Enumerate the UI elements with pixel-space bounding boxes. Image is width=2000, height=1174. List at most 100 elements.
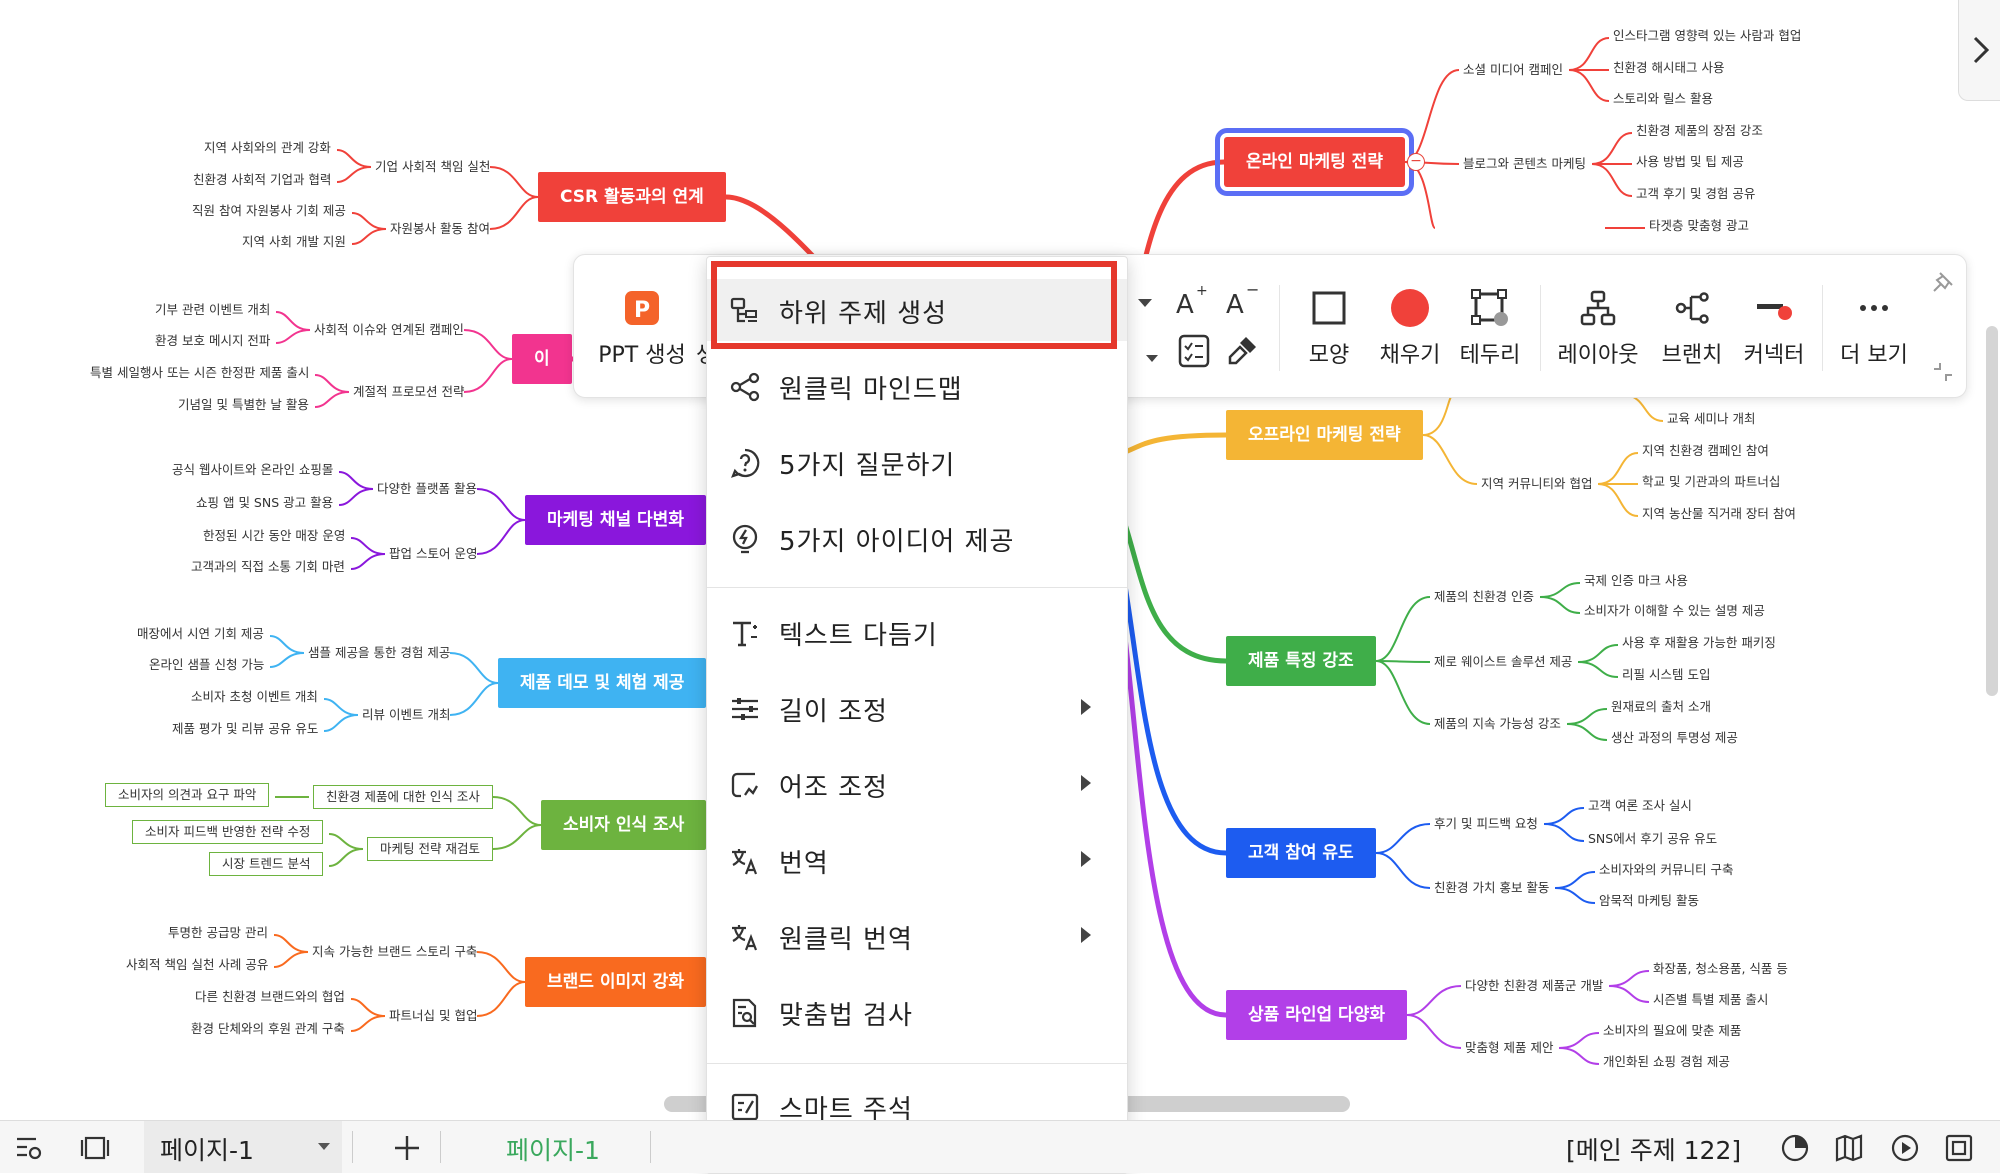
fill-button[interactable]: 채우기 — [1370, 289, 1450, 369]
add-page-icon[interactable] — [392, 1133, 422, 1163]
leaf-topic[interactable]: 한정된 시간 동안 매장 운영 — [203, 528, 346, 543]
leaf-topic[interactable]: 기념일 및 특별한 날 활용 — [178, 397, 309, 412]
border-button[interactable]: 테두리 — [1450, 289, 1530, 369]
main-topic-node[interactable]: 마케팅 채널 다변화 — [525, 495, 706, 545]
leaf-topic[interactable]: SNS에서 후기 공유 유도 — [1588, 831, 1718, 846]
text-style-dropdown[interactable] — [1140, 333, 1164, 379]
subtopic-label[interactable]: 친환경 제품에 대한 인식 조사 — [313, 785, 493, 809]
leaf-topic[interactable]: 사용 방법 및 팁 제공 — [1636, 154, 1744, 169]
leaf-topic[interactable]: 소비자 피드백 반영한 전략 수정 — [132, 820, 324, 844]
leaf-topic[interactable]: 소비자의 의견과 요구 파악 — [105, 783, 270, 807]
menu-item-one-click-translate[interactable]: 원클릭 번역 — [707, 905, 1127, 967]
leaf-topic[interactable]: 투명한 공급망 관리 — [168, 925, 268, 940]
subtopic-label[interactable]: 소셜 미디어 캠페인 — [1463, 62, 1563, 77]
leaf-topic[interactable]: 지역 사회 개발 지원 — [242, 234, 346, 249]
leaf-topic[interactable]: 지역 농산물 직거래 장터 참여 — [1642, 506, 1796, 521]
subtopic-label[interactable]: 친환경 가치 홍보 활동 — [1434, 880, 1550, 895]
ppt-generate-button[interactable]: P PPT 생성 — [592, 289, 692, 369]
collapse-branch-icon[interactable]: − — [1407, 153, 1425, 171]
subtopic-label[interactable]: 제품의 친환경 인증 — [1434, 589, 1534, 604]
main-topic-node[interactable]: 고객 참여 유도 — [1226, 828, 1376, 878]
main-topic-node[interactable]: 오프라인 마케팅 전략 — [1226, 410, 1423, 460]
leaf-topic[interactable]: 온라인 샘플 신청 가능 — [149, 657, 265, 672]
subtopic-label[interactable]: 팝업 스토어 운영 — [389, 546, 478, 561]
leaf-topic[interactable]: 생산 과정의 투명성 제공 — [1611, 730, 1738, 745]
subtopic-label[interactable]: 제품의 지속 가능성 강조 — [1434, 716, 1561, 731]
play-presentation-icon[interactable] — [1890, 1133, 1920, 1163]
leaf-topic[interactable]: 고객 여론 조사 실시 — [1588, 798, 1692, 813]
leaf-topic[interactable]: 친환경 제품의 장점 강조 — [1636, 123, 1763, 138]
theme-icon[interactable] — [1780, 1133, 1810, 1163]
leaf-topic[interactable]: 원재료의 출처 소개 — [1611, 699, 1711, 714]
pin-button[interactable] — [1930, 269, 1956, 301]
subtopic-label[interactable]: 맞춤형 제품 제안 — [1465, 1040, 1554, 1055]
subtopic-label[interactable]: 제로 웨이스트 솔루션 제공 — [1434, 654, 1573, 669]
main-topic-node[interactable]: 브랜드 이미지 강화 — [525, 957, 706, 1007]
active-page-tab[interactable]: 페이지-1 — [506, 1136, 600, 1165]
leaf-topic[interactable]: 소비자 초청 이벤트 개최 — [191, 689, 318, 704]
branch-button[interactable]: 브랜치 — [1654, 289, 1730, 369]
leaf-topic[interactable]: 고객과의 직접 소통 기회 마련 — [191, 559, 345, 574]
subtopic-label[interactable]: 기업 사회적 책임 실천 — [375, 159, 491, 174]
leaf-topic[interactable]: 친환경 사회적 기업과 협력 — [193, 172, 332, 187]
collapse-toolbar-button[interactable] — [1930, 359, 1956, 391]
subtopic-label[interactable]: 후기 및 피드백 요청 — [1434, 816, 1538, 831]
leaf-topic[interactable]: 쇼핑 앱 및 SNS 광고 활용 — [196, 495, 334, 510]
leaf-topic[interactable]: 화장품, 청소용품, 식품 등 — [1653, 961, 1788, 976]
subtopic-label[interactable]: 파트너십 및 협업 — [389, 1008, 478, 1023]
leaf-topic[interactable]: 암묵적 마케팅 활동 — [1599, 893, 1699, 908]
font-dropdown-arrow[interactable] — [1130, 281, 1160, 327]
subtopic-label[interactable]: 마케팅 전략 재검토 — [367, 837, 493, 861]
main-topic-node[interactable]: 소비자 인식 조사 — [541, 800, 707, 850]
leaf-topic[interactable]: 인스타그램 영향력 있는 사람과 협업 — [1613, 28, 1802, 43]
subtopic-label[interactable]: 샘플 제공을 통한 경험 제공 — [308, 645, 451, 660]
leaf-topic[interactable]: 지역 친환경 캠페인 참여 — [1642, 443, 1769, 458]
subtopic-label[interactable]: 블로그와 콘텐츠 마케팅 — [1463, 156, 1586, 171]
vertical-scrollbar[interactable] — [1986, 326, 1998, 696]
leaf-topic[interactable]: 제품 평가 및 리뷰 공유 유도 — [172, 721, 319, 736]
subtopic-label[interactable]: 지속 가능한 브랜드 스토리 구축 — [312, 944, 478, 959]
subtopic-label[interactable]: 자원봉사 활동 참여 — [390, 221, 490, 236]
leaf-topic[interactable]: 학교 및 기관과의 파트너십 — [1642, 474, 1781, 489]
leaf-topic[interactable]: 교육 세미나 개최 — [1667, 411, 1756, 426]
map-view-icon[interactable] — [1834, 1133, 1864, 1163]
page-panel-icon[interactable] — [80, 1133, 110, 1163]
leaf-topic[interactable]: 기부 관련 이벤트 개최 — [155, 302, 271, 317]
leaf-topic[interactable]: 직원 참여 자원봉사 기회 제공 — [192, 203, 346, 218]
menu-item-one-click-mindmap[interactable]: 원클릭 마인드맵 — [707, 355, 1127, 417]
leaf-topic[interactable]: 사회적 책임 실천 사례 공유 — [126, 957, 269, 972]
menu-item-polish-text[interactable]: 텍스트 다듬기 — [707, 601, 1127, 663]
leaf-topic[interactable]: 소비자가 이해할 수 있는 설명 제공 — [1584, 603, 1765, 618]
subtopic-label[interactable]: 다양한 친환경 제품군 개발 — [1465, 978, 1604, 993]
subtopic-label[interactable]: 사회적 이슈와 연계된 캠페인 — [314, 322, 464, 337]
leaf-topic[interactable]: 시장 트렌드 분석 — [209, 852, 324, 876]
layout-button[interactable]: 레이아웃 — [1546, 289, 1650, 369]
leaf-topic[interactable]: 소비자와의 커뮤니티 구축 — [1599, 862, 1734, 877]
leaf-topic[interactable]: 사용 후 재활용 가능한 패키징 — [1622, 635, 1776, 650]
menu-item-subtopic[interactable]: 하위 주제 생성 — [707, 279, 1127, 341]
leaf-topic[interactable]: 환경 단체와의 후원 관계 구축 — [191, 1021, 345, 1036]
menu-item-adjust-tone[interactable]: 어조 조정 — [707, 753, 1127, 815]
leaf-topic[interactable]: 시즌별 특별 제품 출시 — [1653, 992, 1769, 1007]
subtopic-label[interactable]: 계절적 프로모션 전략 — [353, 384, 465, 399]
leaf-topic[interactable]: 타겟층 맞춤형 광고 — [1649, 218, 1749, 233]
menu-item-adjust-length[interactable]: 길이 조정 — [707, 677, 1127, 739]
more-button[interactable]: 더 보기 — [1824, 289, 1924, 369]
leaf-topic[interactable]: 스토리와 릴스 활용 — [1613, 91, 1713, 106]
leaf-topic[interactable]: 고객 후기 및 경험 공유 — [1636, 186, 1756, 201]
main-topic-node[interactable]: 상품 라인업 다양화 — [1226, 990, 1407, 1040]
leaf-topic[interactable]: 개인화된 쇼핑 경험 제공 — [1603, 1054, 1730, 1069]
leaf-topic[interactable]: 매장에서 시연 기회 제공 — [137, 626, 264, 641]
leaf-topic[interactable]: 소비자의 필요에 맞춘 제품 — [1603, 1023, 1742, 1038]
page-tab[interactable]: 페이지-1 — [144, 1121, 342, 1173]
leaf-topic[interactable]: 공식 웹사이트와 온라인 쇼핑몰 — [172, 462, 334, 477]
shape-button[interactable]: 모양 — [1294, 289, 1364, 369]
fit-screen-icon[interactable] — [1944, 1133, 1974, 1163]
menu-item-spellcheck[interactable]: 맞춤법 검사 — [707, 981, 1127, 1043]
side-panel-toggle[interactable] — [1958, 0, 2000, 101]
subtopic-label[interactable]: 리뷰 이벤트 개최 — [362, 707, 451, 722]
leaf-topic[interactable]: 리필 시스템 도입 — [1622, 667, 1711, 682]
connector-button[interactable]: 커넥터 — [1734, 289, 1814, 369]
main-topic-node[interactable]: 온라인 마케팅 전략 — [1215, 128, 1414, 196]
